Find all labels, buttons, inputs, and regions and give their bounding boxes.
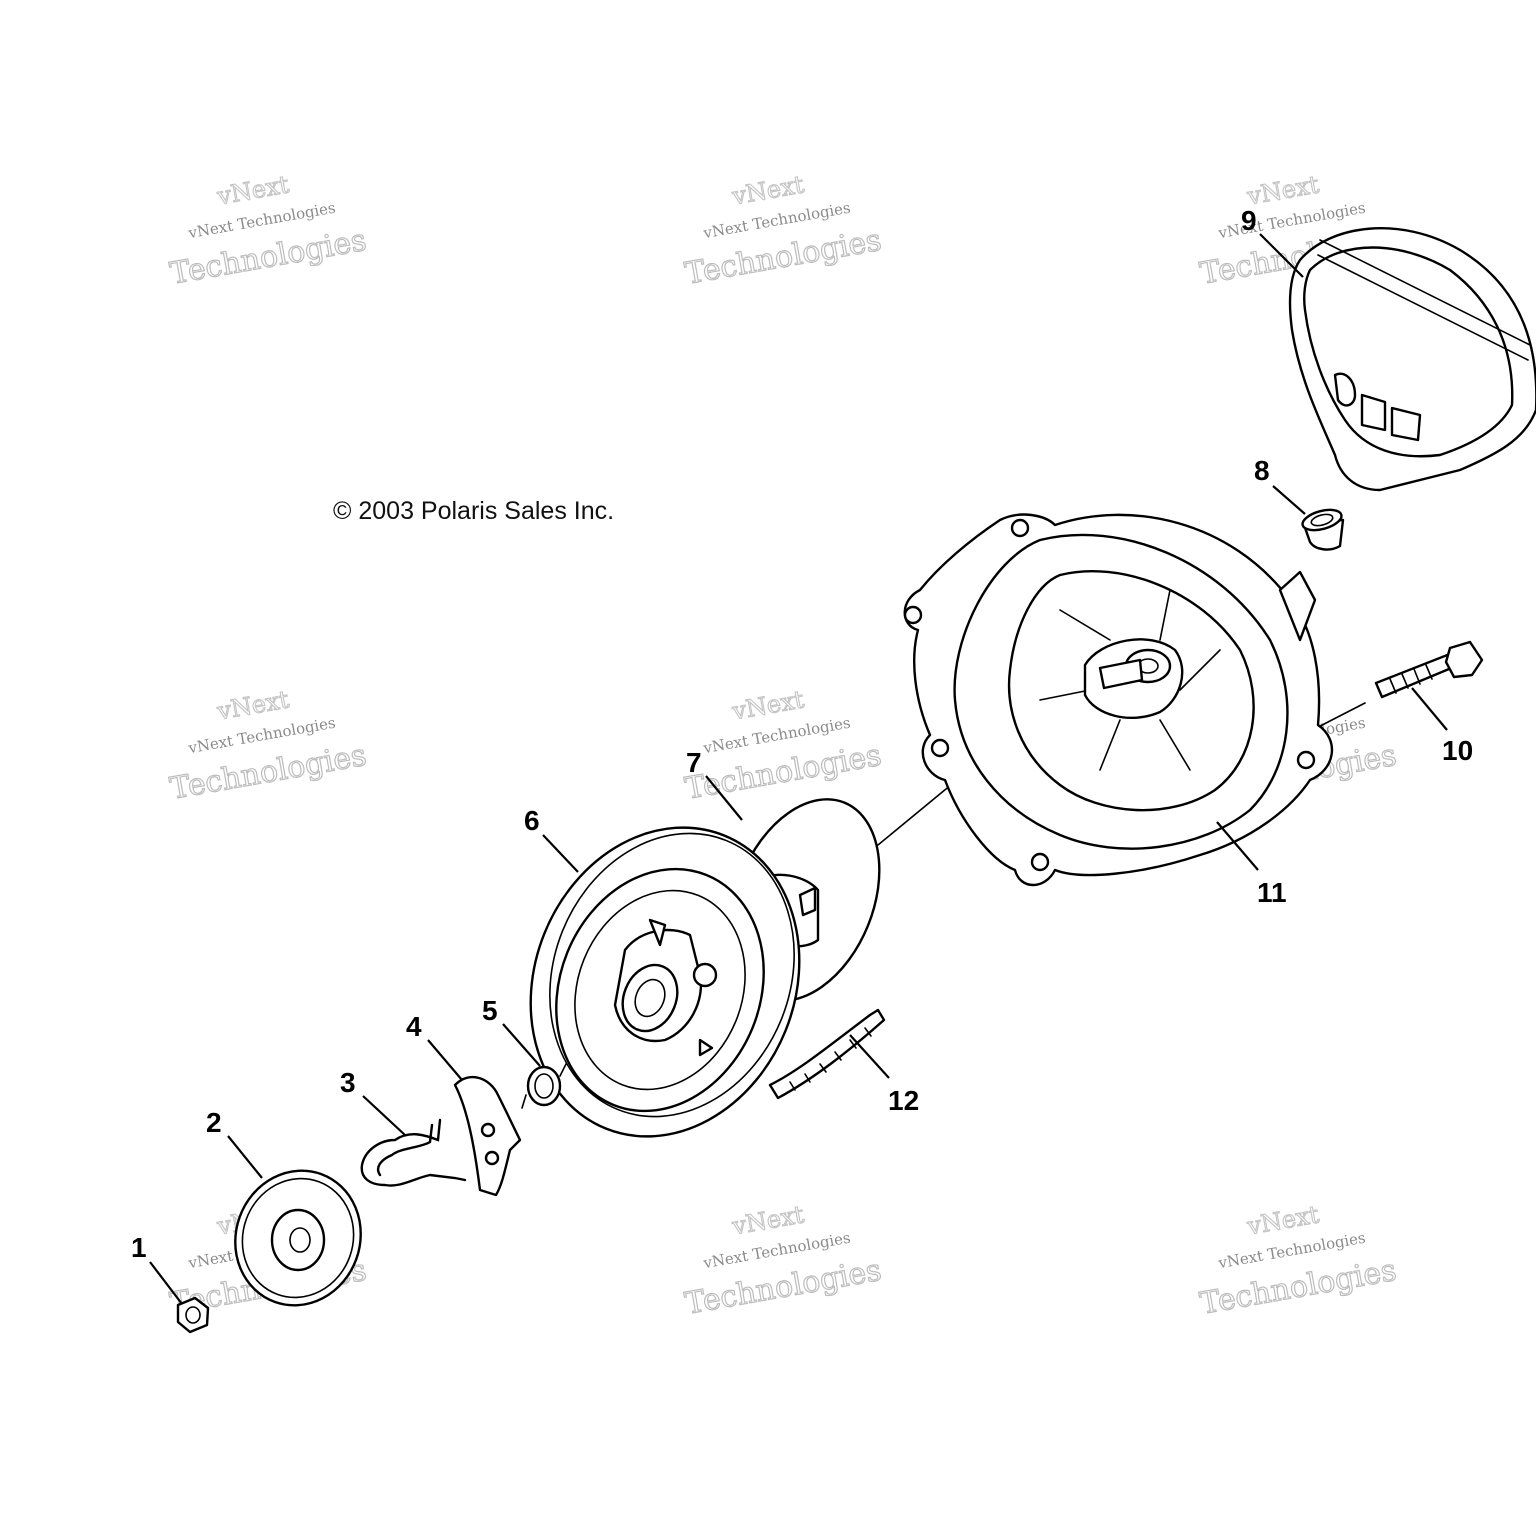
svg-text:vNext: vNext	[729, 1200, 806, 1240]
leader-lines	[149, 233, 1448, 1305]
callout-9: 9	[1241, 205, 1257, 236]
callout-11: 11	[1257, 877, 1287, 908]
watermark-tile: vNext vNext Technologies Technologies	[1197, 1200, 1400, 1323]
watermark-tile: vNext vNext Technologies Technologies	[682, 170, 885, 293]
copyright-notice: © 2003 Polaris Sales Inc.	[333, 497, 614, 525]
pawl	[453, 1075, 522, 1197]
leader-line-3	[362, 1095, 406, 1136]
svg-text:vNext: vNext	[729, 170, 806, 210]
leader-line-6	[542, 834, 579, 873]
callout-8: 8	[1254, 455, 1270, 486]
starter-rope	[768, 1008, 886, 1100]
leader-line-8	[1272, 485, 1306, 515]
callout-10: 10	[1442, 735, 1473, 766]
callout-12: 12	[888, 1085, 919, 1116]
leader-line-12	[849, 1034, 890, 1079]
pulley	[529, 826, 801, 1138]
leader-line-1	[149, 1261, 183, 1305]
svg-text:vNext: vNext	[214, 170, 291, 210]
leader-line-11	[1216, 821, 1259, 871]
svg-text:vNext: vNext	[1244, 1200, 1321, 1240]
leader-line-4	[427, 1039, 463, 1081]
leader-line-7	[705, 775, 743, 821]
watermark-tile: vNext vNext Technologies Technologies	[682, 1200, 885, 1323]
nut	[176, 1296, 210, 1334]
leader-line-2	[227, 1135, 263, 1179]
callout-7: 7	[686, 747, 702, 778]
watermark-tile: vNext vNext Technologies Technologies	[167, 685, 370, 808]
callout-6: 6	[524, 805, 540, 836]
bushing	[1301, 508, 1345, 551]
retaining-clip	[360, 1118, 467, 1187]
bolt	[1374, 640, 1484, 699]
pawl-spring	[521, 1063, 567, 1109]
callout-4: 4	[406, 1011, 422, 1042]
retainer-plate	[234, 1169, 362, 1307]
watermark-tile: vNext vNext Technologies Technologies	[167, 170, 370, 293]
leader-line-5	[502, 1023, 541, 1067]
callout-1: 1	[131, 1232, 147, 1263]
starter-housing	[903, 513, 1334, 887]
rope-handle	[1288, 227, 1536, 492]
svg-text:vNext: vNext	[729, 685, 806, 725]
leader-line-10	[1411, 687, 1448, 731]
leader-line-9	[1259, 233, 1304, 278]
callout-labels: 1 2 3 4 5 6 7 8 9 10 11 12	[131, 205, 1473, 1263]
callout-5: 5	[482, 995, 498, 1026]
watermark-tile: vNext vNext Technologies Technologies	[682, 685, 885, 808]
svg-text:vNext: vNext	[214, 685, 291, 725]
callout-3: 3	[340, 1067, 356, 1098]
callout-2: 2	[206, 1107, 222, 1138]
